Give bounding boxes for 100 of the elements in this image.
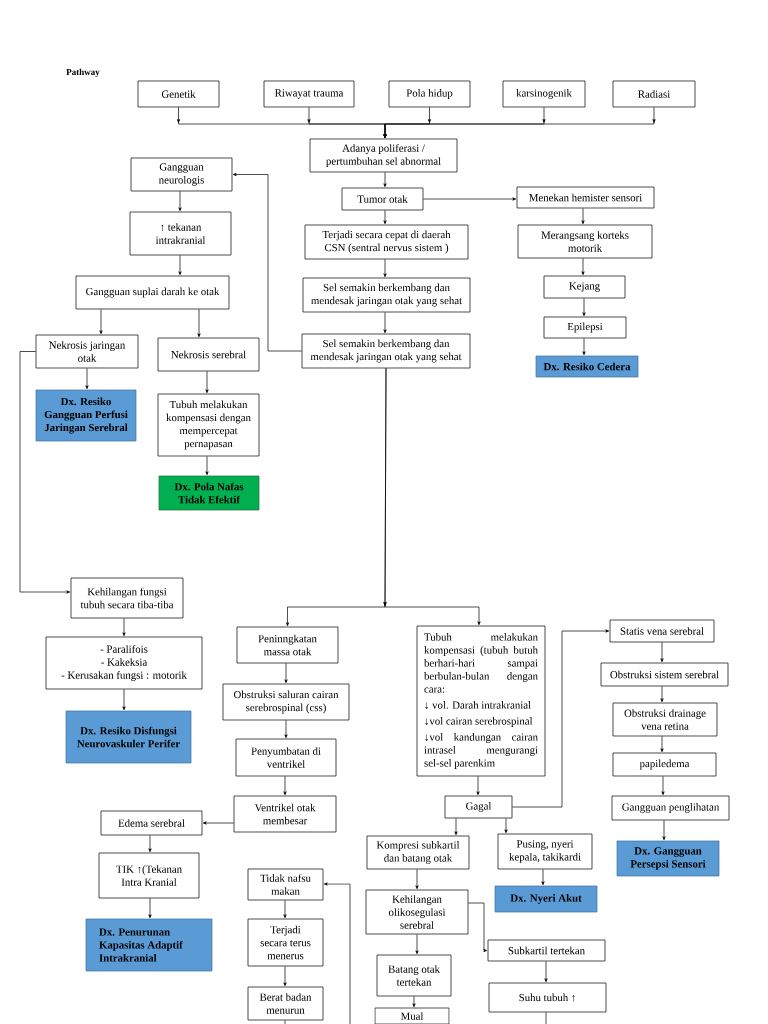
process-box: Subkartil tertekan	[487, 939, 606, 962]
arrow	[660, 686, 664, 703]
arrow	[412, 996, 416, 1008]
arrow	[468, 902, 488, 953]
process-box: Ventrikel otak membesar	[233, 795, 337, 833]
process-box: Gangguan suplai darah ke otak	[75, 275, 230, 310]
arrow	[581, 208, 585, 225]
arrow	[662, 820, 666, 841]
arrow	[323, 882, 351, 1024]
process-box: Gangguan penglihatan	[611, 795, 730, 821]
arrow	[415, 869, 419, 890]
arrow	[581, 258, 585, 276]
process-box: Terjadi secara cepat di daerah CSN (sentral nervus sistem )	[304, 224, 469, 260]
arrow	[415, 934, 419, 955]
arrow	[423, 197, 517, 201]
arrow	[383, 172, 387, 188]
process-box: Epilepsi	[543, 316, 627, 339]
arrow	[283, 900, 287, 919]
process-box: ↑ tekanan intrakranial	[129, 211, 232, 256]
arrow	[476, 776, 480, 796]
title: Pathway	[66, 68, 100, 77]
arrow	[283, 966, 287, 987]
process-box: Sel semakin berkembang dan mendesak jaringan otak yang sehat	[302, 277, 471, 313]
process-box: Gangguan neurologis	[130, 157, 233, 192]
arrow	[541, 869, 545, 886]
arrow	[148, 898, 152, 919]
process-box: Tumor otak	[341, 187, 424, 211]
arrow	[383, 312, 387, 334]
diagnosis-box: Dx. Pola Nafas Tidak Efektif	[158, 475, 260, 511]
process-box: Obstruksi drainage vena retina	[612, 702, 718, 737]
process-box: Kehilangan fungsi tubuh secara tiba-tiba	[70, 577, 184, 619]
arrow	[454, 818, 458, 836]
process-box: Radiasi	[612, 80, 696, 108]
arrow	[232, 172, 302, 352]
process-box: Merangsang korteks motorik	[517, 224, 653, 259]
arrow	[284, 663, 288, 684]
arrow	[122, 689, 126, 711]
process-box: Berat badan menurun	[247, 986, 324, 1021]
arrow	[148, 835, 152, 853]
process-box: Adanya poliferasi / pertumbuhan sel abnormal	[309, 138, 458, 173]
arrow	[383, 210, 387, 225]
arrow	[582, 338, 586, 356]
arrow	[99, 309, 103, 335]
process-box: Terjadi secara terus menerus	[247, 918, 324, 967]
process-box: TIK ↑(Tekanan Intra Kranial	[98, 852, 200, 899]
process-box: Obstruksi sistem serebral	[600, 662, 729, 687]
process-box: Menekan hemister sensori	[516, 186, 655, 209]
process-box: Nekrosis jaringan otak	[35, 334, 139, 369]
process-box: Batang otak tertekan	[376, 954, 452, 997]
arrow	[85, 368, 89, 390]
diagnosis-box: Dx. Gangguan Persepsi Sensori	[616, 840, 720, 877]
process-box: Nekrosis serebral	[157, 337, 260, 372]
arrow	[383, 259, 387, 278]
arrow	[512, 629, 610, 808]
process-box: Tubuh melakukan kompensasi dengan mempercepat pernapasan	[157, 393, 260, 457]
arrow	[178, 191, 182, 212]
connector-line	[545, 1012, 547, 1024]
process-box: Statis vena serebral	[609, 619, 715, 643]
diagnosis-box: Dx. Nyeri Akut	[494, 885, 598, 913]
process-box: Pola hidup	[388, 80, 471, 108]
arrow	[19, 351, 71, 594]
arrow	[544, 961, 548, 983]
arrow	[582, 298, 586, 317]
process-box: Genetik	[137, 80, 220, 108]
diagnosis-box: Dx. Penurunan Kapasitas Adaptif Intrakranial	[85, 918, 213, 972]
process-box: Peninngkatan massa otak	[236, 626, 339, 664]
arrow	[202, 821, 234, 825]
process-box: Obstruksi saluran cairan serebrospinal (css)	[222, 683, 350, 721]
process-box: papiledema	[612, 752, 717, 777]
process-box: Kejang	[543, 275, 626, 299]
arrow	[283, 776, 287, 796]
process-box: Mual	[374, 1007, 450, 1024]
arrow	[504, 818, 508, 834]
arrow	[660, 736, 664, 753]
arrow	[178, 255, 182, 276]
arrow	[205, 456, 209, 476]
process-box: Kompresi subkartil dan batang otak	[366, 835, 470, 870]
process-box: Tubuh melakukan kompensasi (tubuh butuh berhari-hari sampai berbulan-bulan dengan cara: ↓ vol. Darah intrakranial ↓vol cairan serebrospinal ↓vol kandungan cairan intrasel mengurangi sel-sel parenkim	[416, 625, 546, 777]
process-box: Edema serebral	[100, 810, 203, 836]
process-box: Sel semakin berkembang dan mendesak jaringan otak yang sehat	[301, 333, 471, 369]
process-box: Kehilangan olikosegulasi serebral	[365, 889, 469, 935]
arrow	[383, 368, 481, 626]
process-box: karsinogenik	[502, 80, 586, 108]
arrow	[383, 107, 656, 139]
process-box: Gagal	[444, 795, 513, 819]
process-box: Penyumbatan di ventrikel	[235, 738, 337, 777]
arrow	[122, 618, 126, 637]
process-box: Riwayat trauma	[263, 80, 355, 108]
arrow	[284, 720, 288, 739]
process-box: Tidak nafsu makan	[247, 868, 324, 901]
diagnosis-box: Dx. Resiko Gangguan Perfusi Jaringan Serebral	[35, 389, 137, 442]
connector-line	[284, 1020, 286, 1024]
arrow	[660, 642, 664, 663]
diagnosis-box: Dx. Resiko Cedera	[535, 355, 639, 378]
diagnosis-box: Dx. Resiko Disfungsi Neurovaskuler Perifer	[65, 710, 192, 764]
arrow	[197, 309, 201, 338]
process-box: Pusing, nyeri kepala, takikardi	[497, 833, 593, 870]
process-box: - Paralifois - Kakeksia - Kerusakan fungsi : motorik	[45, 636, 203, 690]
process-box: Suhu tubuh ↑	[488, 982, 607, 1013]
arrow	[205, 371, 209, 394]
